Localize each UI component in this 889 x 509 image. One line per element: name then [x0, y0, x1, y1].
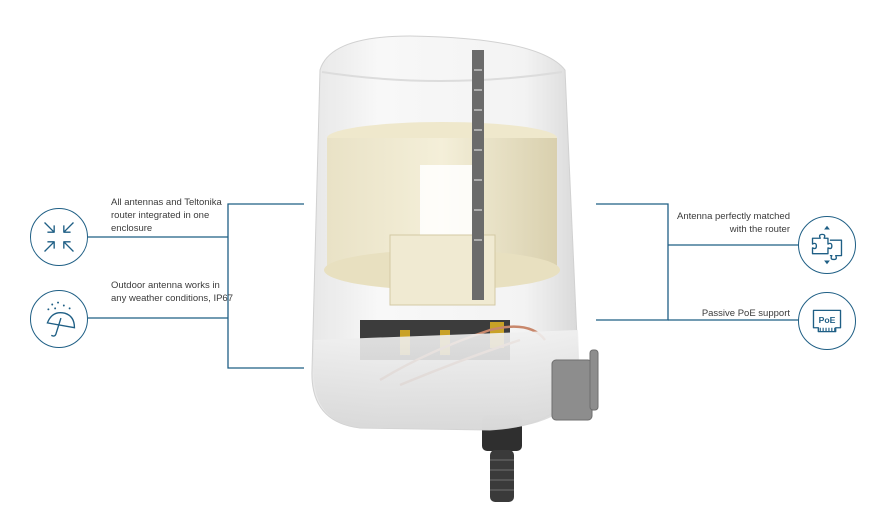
feature-icon-weather [30, 290, 88, 348]
feature-icon-matched [798, 216, 856, 274]
feature-text-poe: Passive PoE support [701, 308, 790, 319]
poe-badge: PoE [819, 315, 836, 325]
feature-text-weather: Outdoor antenna works in any weather con… [111, 280, 233, 304]
umbrella-rain-icon [46, 301, 76, 337]
feature-icon-integrated [30, 208, 88, 266]
outdoor-router-illustration [311, 35, 599, 502]
feature-text-integrated: All antennas and Teltonika router integr… [111, 197, 222, 234]
feature-text-matched: Antenna perfectly matched with the route… [676, 211, 790, 235]
compress-arrows-icon [44, 222, 74, 252]
feature-icon-poe: PoE [798, 292, 856, 350]
poe-port-icon: PoE [812, 309, 842, 333]
puzzle-icon [811, 225, 843, 265]
